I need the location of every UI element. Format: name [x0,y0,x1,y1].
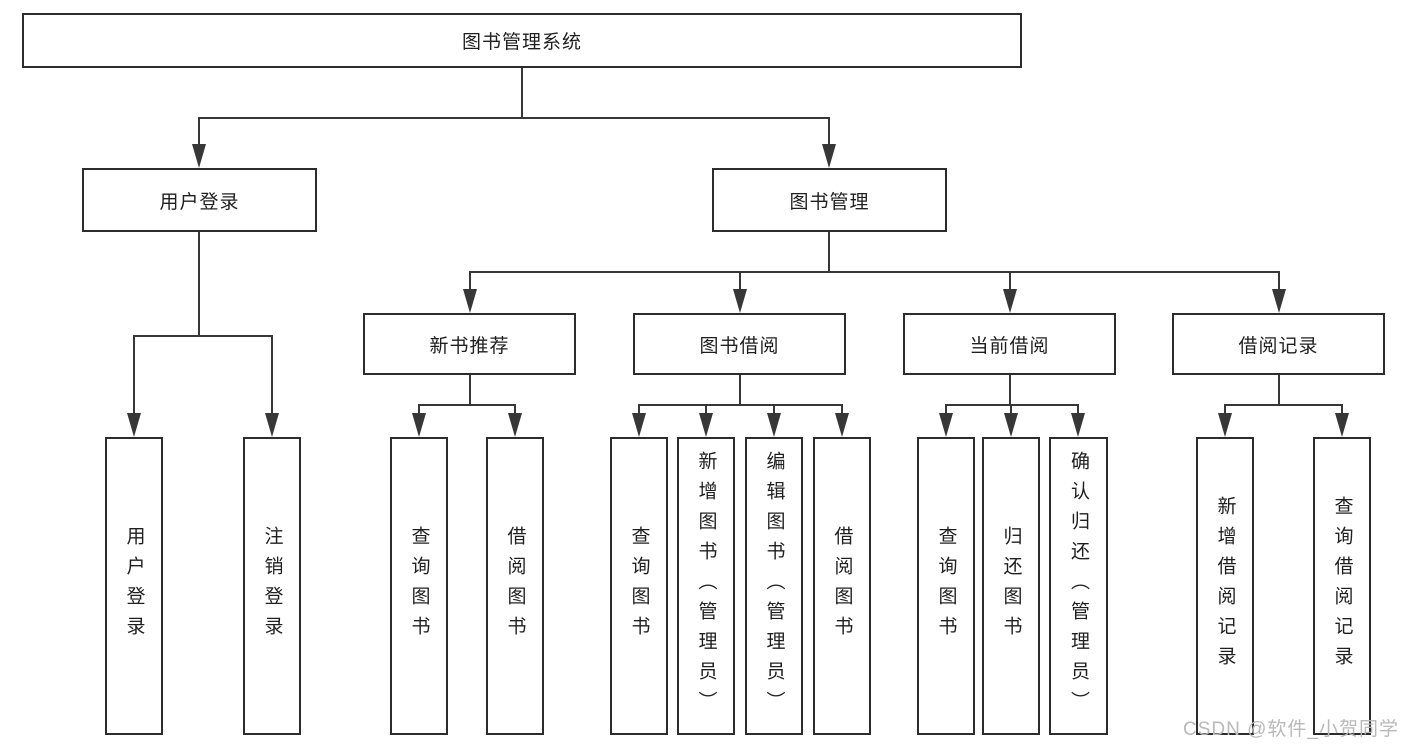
leaf-borrow-books: 借阅图书 [813,437,871,735]
node-label: 查询借阅记录 [1331,496,1353,676]
connector-vline [418,404,420,415]
connector-vline [945,404,947,415]
arrow-down-icon [412,413,426,437]
leaf-logout: 注销登录 [243,437,301,735]
node-label: 借阅图书 [831,526,853,646]
node-label: 图书管理 [789,191,870,213]
connector-vline [705,404,707,415]
node-label: 注销登录 [261,526,283,646]
leaf-borrow-query-books: 查询图书 [610,437,668,735]
arrow-down-icon [1003,289,1017,313]
node-label: 查询图书 [628,526,650,646]
leaf-recommend-query-books: 查询图书 [390,437,448,735]
node-label: 新增图书（管理员） [695,451,717,721]
leaf-add-borrow-record: 新增借阅记录 [1196,437,1254,735]
node-label: 用户登录 [123,526,145,646]
node-label: 借阅记录 [1238,335,1319,357]
node-label: 借阅图书 [504,526,526,646]
arrow-down-icon [1335,413,1349,437]
connector-vline [1009,271,1011,291]
node-book-borrow: 图书借阅 [633,313,846,375]
arrow-down-icon [1218,413,1232,437]
arrow-down-icon [1071,413,1085,437]
arrow-down-icon [463,289,477,313]
connector-hline [418,404,516,406]
arrow-down-icon [1272,289,1286,313]
arrow-down-icon [767,413,781,437]
csdn-watermark: CSDN @软件_小贺同学 [1183,719,1399,740]
connector-vline [133,335,135,415]
arrow-down-icon [822,144,836,168]
connector-vline [469,271,471,291]
connector-vline [1077,404,1079,415]
arrow-down-icon [127,413,141,437]
connector-vline [271,335,273,415]
connector-vline [514,404,516,415]
node-label: 新书推荐 [429,335,510,357]
connector-vline [828,117,830,146]
node-label: 图书借阅 [699,335,780,357]
node-label: 用户登录 [159,191,240,213]
node-label: 归还图书 [1000,526,1022,646]
connector-hline [638,404,843,406]
node-current-borrow: 当前借阅 [903,313,1116,375]
connector-hline [945,404,1079,406]
leaf-user-login: 用户登录 [105,437,163,735]
connector-hline [198,117,830,119]
connector-vline [1341,404,1343,415]
connector-vline [1278,375,1280,406]
node-new-book-recommend: 新书推荐 [363,313,576,375]
leaf-edit-books-admin: 编辑图书（管理员） [745,437,803,735]
node-label: 当前借阅 [969,335,1050,357]
connector-vline [739,271,741,291]
connector-hline [1224,404,1342,406]
arrow-down-icon [265,413,279,437]
leaf-add-books-admin: 新增图书（管理员） [677,437,735,735]
arrow-down-icon [733,289,747,313]
arrow-down-icon [632,413,646,437]
leaf-return-books: 归还图书 [982,437,1040,735]
node-label: 查询图书 [935,526,957,646]
connector-hline [469,271,1280,273]
connector-vline [1224,404,1226,415]
leaf-query-borrow-record: 查询借阅记录 [1313,437,1371,735]
node-label: 查询图书 [408,526,430,646]
connector-vline [1009,375,1011,406]
connector-hline [133,335,273,337]
node-label: 新增借阅记录 [1214,496,1236,676]
leaf-recommend-borrow-books: 借阅图书 [486,437,544,735]
arrow-down-icon [1004,413,1018,437]
node-book-management: 图书管理 [712,168,947,232]
connector-vline [638,404,640,415]
connector-vline [1278,271,1280,291]
arrow-down-icon [699,413,713,437]
node-borrow-records: 借阅记录 [1172,313,1385,375]
node-root-library-system: 图书管理系统 [22,13,1022,68]
leaf-current-query-books: 查询图书 [917,437,975,735]
connector-vline [198,232,200,336]
arrow-down-icon [939,413,953,437]
connector-vline [841,404,843,415]
connector-vline [521,68,523,118]
node-label: 编辑图书（管理员） [763,451,785,721]
connector-vline [469,375,471,406]
node-label: 确认归还（管理员） [1068,451,1089,721]
arrow-down-icon [192,144,206,168]
leaf-confirm-return-admin: 确认归还（管理员） [1049,437,1108,735]
arrow-down-icon [835,413,849,437]
connector-vline [198,117,200,146]
connector-vline [1010,404,1012,415]
connector-vline [739,375,741,406]
arrow-down-icon [508,413,522,437]
connector-vline [773,404,775,415]
node-label: 图书管理系统 [461,32,582,53]
connector-vline [828,232,830,273]
node-user-login: 用户登录 [82,168,317,232]
